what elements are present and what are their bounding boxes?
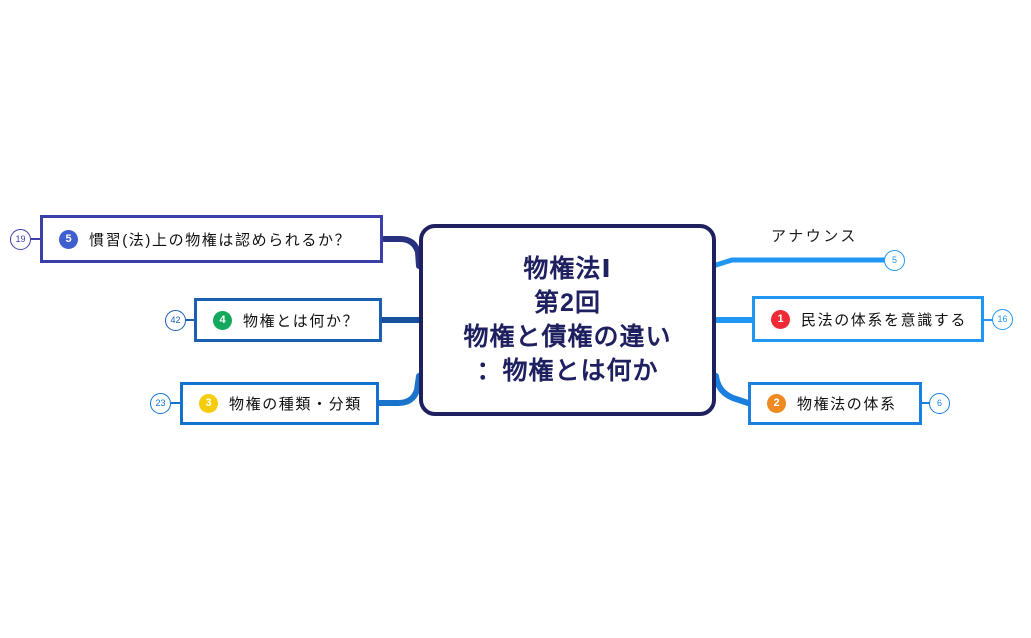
branch-node-bukkenho-taikei[interactable]: 2 物権法の体系	[748, 382, 922, 425]
number-badge-4: 4	[213, 310, 232, 330]
branch-label-bukken-towa: 物権とは何か？	[243, 312, 360, 330]
count-badge-bukken-towa[interactable]: 42	[165, 310, 186, 331]
branch-node-kanshuho[interactable]: 5 慣習(法)上の物権は認められるか？	[40, 215, 383, 263]
branch-node-bukken-towa[interactable]: 4 物権とは何か？	[194, 298, 382, 342]
central-topic-line-2: 第2回	[534, 289, 601, 317]
number-badge-3: 3	[199, 394, 218, 413]
branch-label-announce: アナウンス	[771, 228, 858, 245]
branch-label-minpo-taikei: 民法の体系を意識する	[801, 311, 968, 329]
branch-node-announce[interactable]: アナウンス	[771, 225, 858, 246]
count-badge-shurui-bunrui-value: 23	[155, 398, 166, 408]
branch-content-minpo-taikei: 1 民法の体系を意識する	[755, 309, 983, 330]
central-topic-line-4: ：物権とは何か	[476, 357, 659, 385]
count-badge-announce-value: 5	[891, 255, 897, 265]
branch-content-shurui-bunrui: 3 物権の種類・分類	[183, 393, 378, 414]
central-topic-line-1: 物権法Ⅰ	[523, 255, 612, 283]
count-badge-minpo-taikei[interactable]: 16	[992, 309, 1013, 330]
branch-label-kanshuho: 慣習(法)上の物権は認められるか？	[89, 231, 352, 249]
count-badge-bukkenho-taikei[interactable]: 6	[929, 393, 950, 414]
number-badge-2: 2	[767, 394, 786, 413]
number-badge-1: 1	[771, 309, 790, 329]
central-topic-node[interactable]: 物権法Ⅰ 第2回 物権と債権の違い ：物権とは何か	[419, 224, 716, 416]
branch-node-shurui-bunrui[interactable]: 3 物権の種類・分類	[180, 382, 379, 425]
count-badge-bukkenho-taikei-value: 6	[936, 398, 942, 408]
branch-content-kanshuho: 5 慣習(法)上の物権は認められるか？	[43, 229, 367, 250]
branch-content-bukken-towa: 4 物権とは何か？	[197, 310, 375, 331]
count-badge-shurui-bunrui[interactable]: 23	[150, 393, 171, 414]
count-badge-bukken-towa-value: 42	[170, 315, 181, 325]
branch-label-bukkenho-taikei: 物権法の体系	[797, 396, 897, 413]
branch-node-minpo-taikei[interactable]: 1 民法の体系を意識する	[752, 296, 984, 342]
count-badge-announce[interactable]: 5	[884, 250, 905, 271]
branch-label-shurui-bunrui: 物権の種類・分類	[229, 396, 362, 413]
number-badge-5: 5	[59, 229, 78, 249]
central-topic-line-3: 物権と債権の違い	[463, 323, 672, 351]
count-badge-minpo-taikei-value: 16	[997, 314, 1008, 324]
branch-content-bukkenho-taikei: 2 物権法の体系	[751, 393, 913, 414]
count-badge-kanshuho-value: 19	[15, 234, 26, 244]
count-badge-kanshuho[interactable]: 19	[10, 229, 31, 250]
